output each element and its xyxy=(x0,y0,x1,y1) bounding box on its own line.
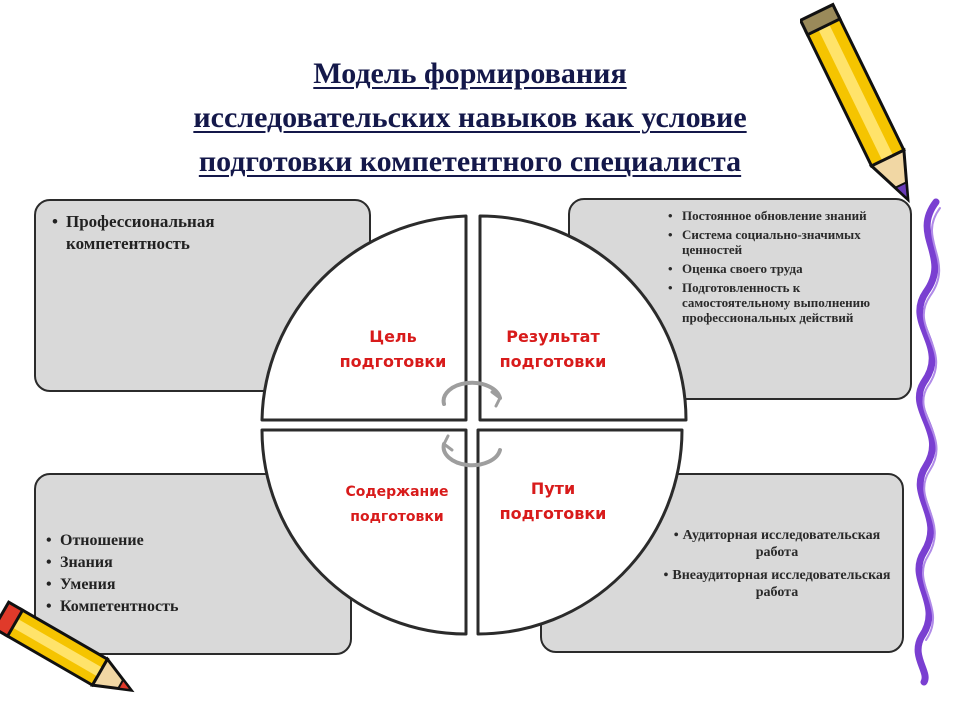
page-title: Модель формирования исследовательских на… xyxy=(60,52,880,184)
list-item: Отношение xyxy=(46,530,276,552)
cycle-arrows-icon xyxy=(441,380,502,468)
quadrant-label-line: Пути xyxy=(530,479,576,498)
quadrant-ways-shape xyxy=(476,428,684,636)
list-item: Внеаудиторная исследовательская работа xyxy=(652,567,902,601)
title-line-2: исследовательских навыков как условие xyxy=(193,101,747,134)
list-item: Оценка своего труда xyxy=(668,261,908,276)
quadrant-goal-shape xyxy=(260,214,468,422)
squiggle-line xyxy=(914,198,941,686)
pencil-icon xyxy=(0,600,135,693)
quadrant-label-line: подготовки xyxy=(499,352,607,371)
quadrant-label-result: Результат подготовки xyxy=(478,324,628,374)
quadrant-label-ways: Пути подготовки xyxy=(478,476,628,526)
title-line-3: подготовки компетентного специалиста xyxy=(198,145,742,178)
list-item: Знания xyxy=(46,552,276,574)
quadrant-content-shape xyxy=(260,428,468,636)
content-list: Отношение Знания Умения Компетентность xyxy=(46,530,276,618)
list-item: Аудиторная исследовательская работа xyxy=(652,527,902,561)
quadrant-label-line: Цель xyxy=(369,327,417,346)
quadrant-label-line: подготовки xyxy=(499,504,607,523)
pencil-icon xyxy=(800,2,910,204)
quadrant-label-line: Результат xyxy=(506,327,600,346)
goal-list: Профессиональная компетентность xyxy=(52,211,302,255)
ways-list: Аудиторная исследовательская работа Внеа… xyxy=(652,527,902,607)
list-item: Умения xyxy=(46,574,276,596)
title-line-1: Модель формирования xyxy=(313,57,627,90)
quadrant-label-line: Содержание xyxy=(345,484,449,500)
quadrant-result-shape xyxy=(478,214,688,422)
list-item: Подготовленность к самостоятельному выпо… xyxy=(668,280,908,325)
list-item: Компетентность xyxy=(46,596,276,618)
quadrant-label-content: Содержание подготовки xyxy=(322,480,472,530)
list-item: Профессиональная компетентность xyxy=(52,211,302,255)
quadrant-label-line: подготовки xyxy=(350,509,444,525)
result-list: Постоянное обновление знаний Система соц… xyxy=(668,208,908,329)
quadrant-label-line: подготовки xyxy=(339,352,447,371)
quadrant-label-goal: Цель подготовки xyxy=(318,324,468,374)
list-item: Система социально-значимых ценностей xyxy=(668,227,908,257)
list-item: Постоянное обновление знаний xyxy=(668,208,908,223)
